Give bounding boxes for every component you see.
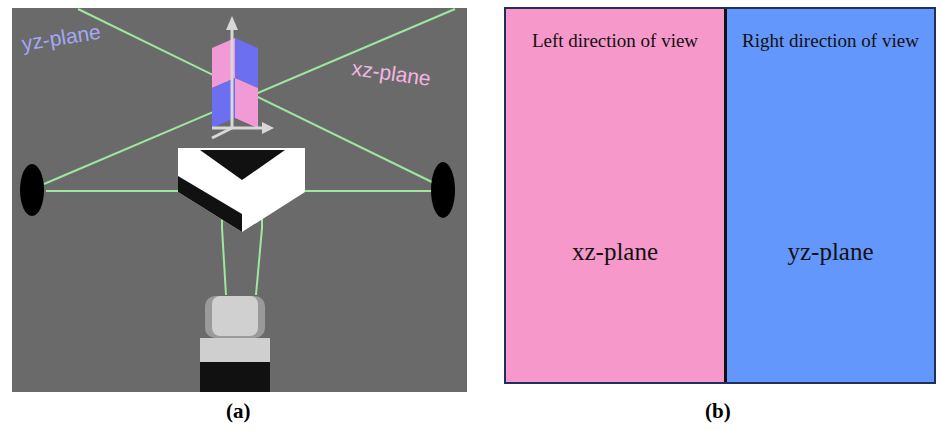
view-panel: Left direction of view xz-plane [506,9,727,382]
plane-name: yz-plane [727,237,934,267]
panel-heading: Left direction of view [506,27,724,55]
camera [200,296,270,392]
scene-background [12,8,467,392]
panel-heading: Right direction of view [727,27,934,55]
panel-frame [505,8,935,383]
axes-with-planes [212,16,274,138]
right-mirror [431,162,455,218]
mirror-prism [178,148,305,232]
light-paths [44,9,455,295]
subfigure-caption: (b) [705,399,731,424]
plane-name: xz-plane [506,237,724,267]
left-mirror [20,164,44,216]
view-panel: Right direction of view yz-plane [727,9,934,382]
subfigure-caption: (a) [226,399,251,424]
